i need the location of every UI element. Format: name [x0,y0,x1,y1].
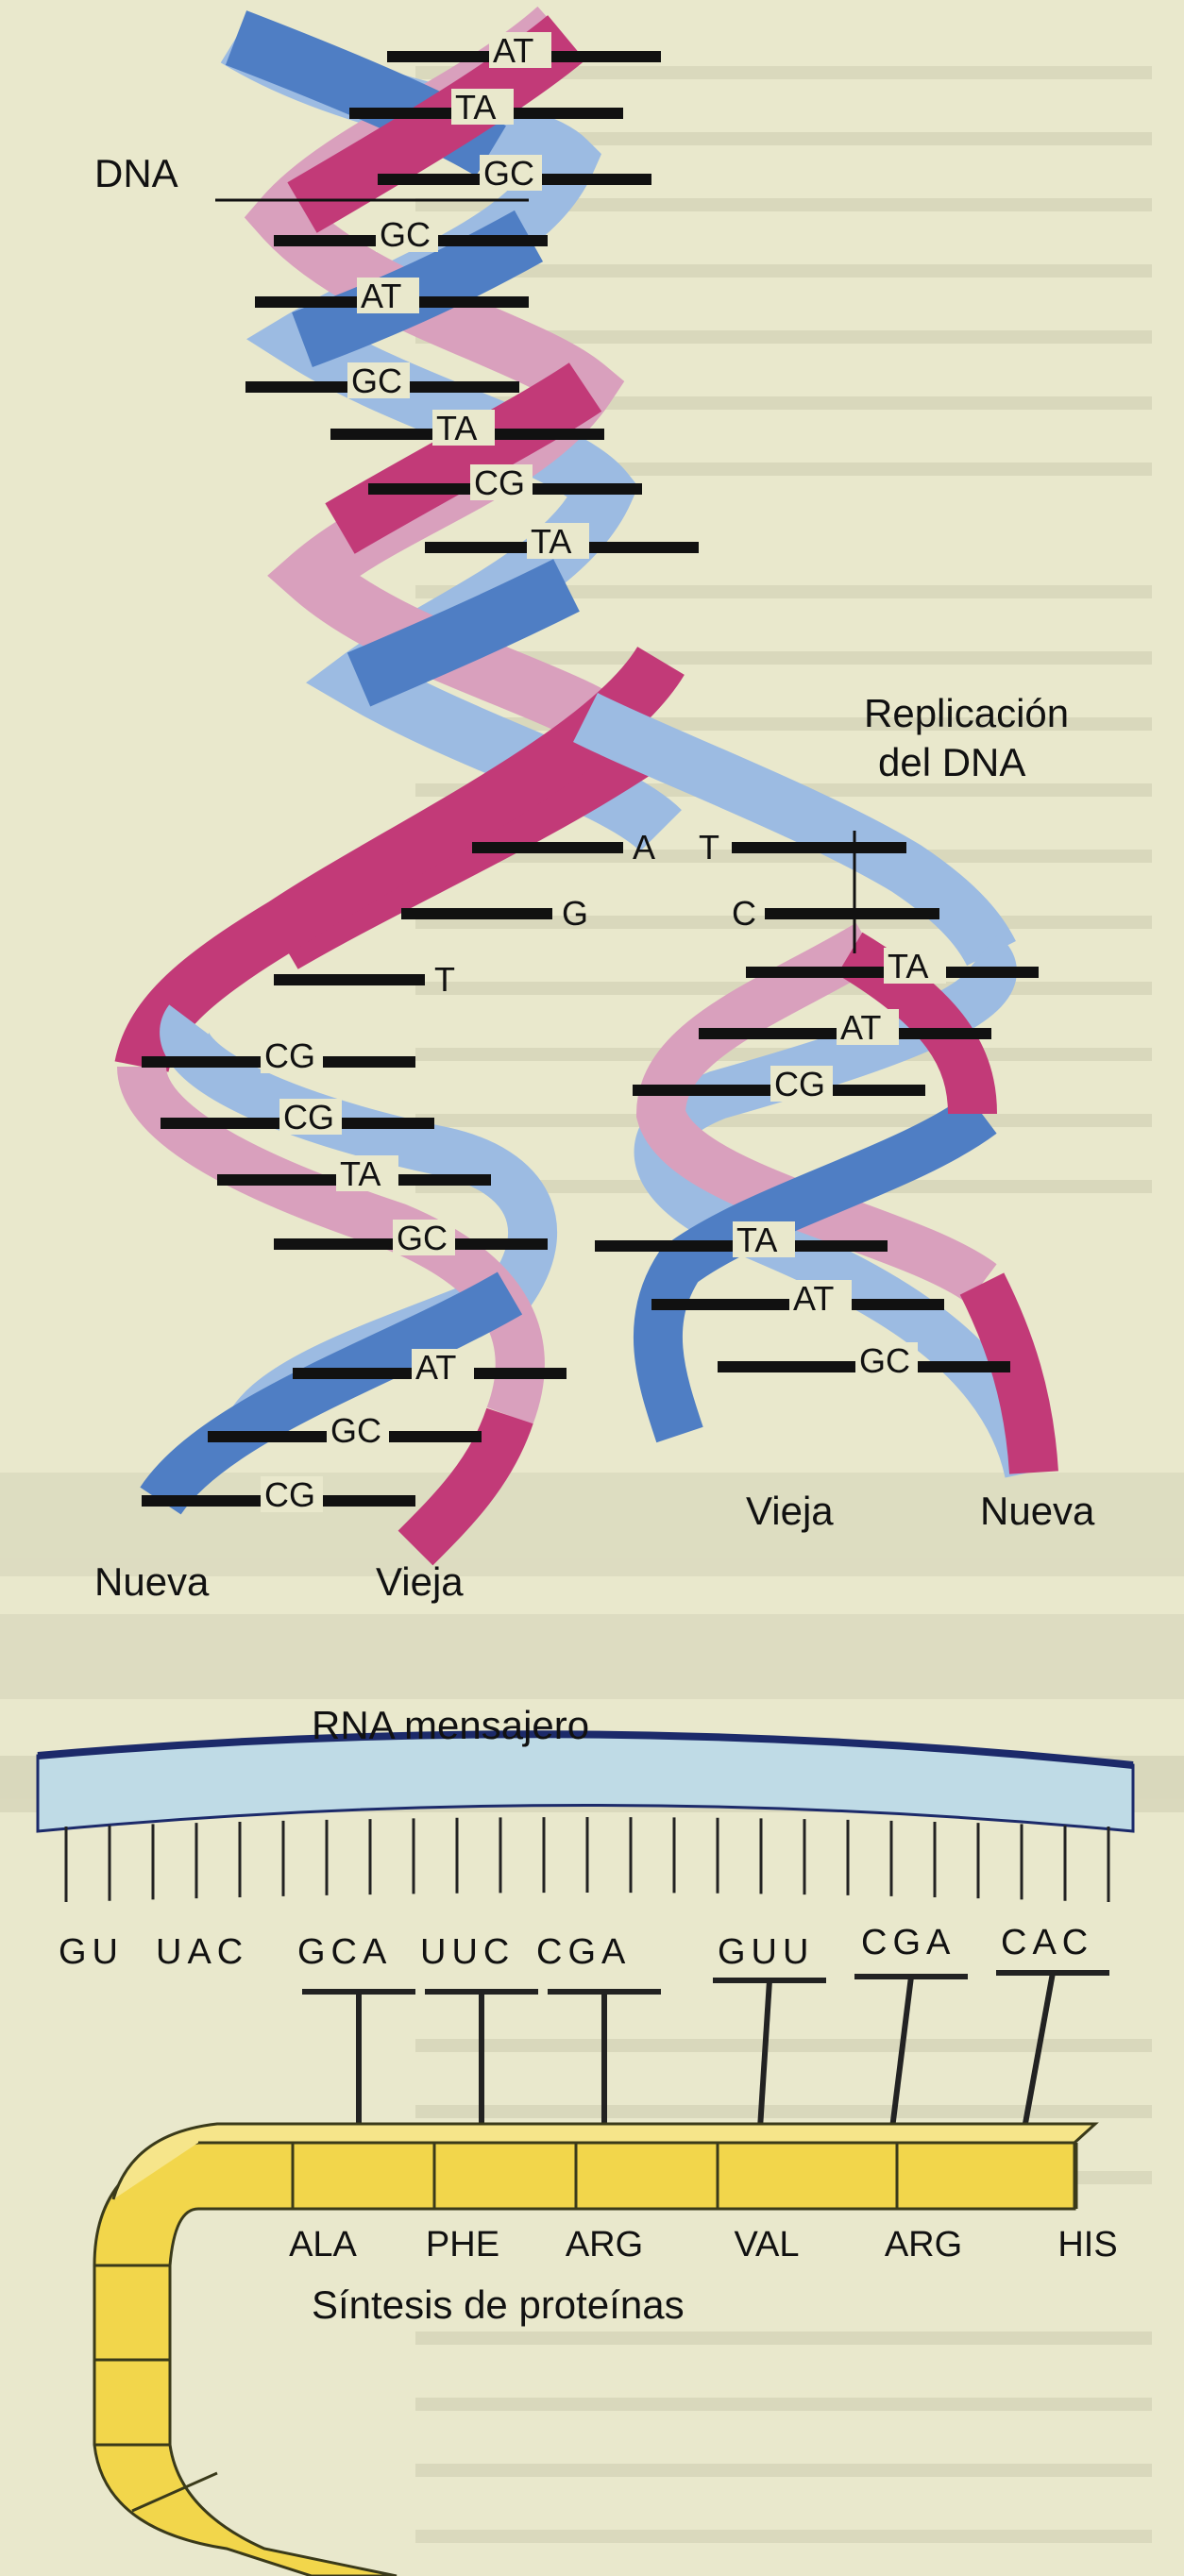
codon-label: GCA [297,1932,392,1972]
codon-label: CAC [1001,1923,1093,1962]
fork-base-left: A [633,828,655,867]
base-pair-label: AT [493,31,533,70]
base-pair-label: GC [380,215,431,254]
base-pair-label: GC [351,362,402,400]
base-pair-label: CG [264,1036,315,1075]
amino-acid-label: PHE [426,2225,499,2265]
codon-label: GUU [718,1932,814,1972]
amino-acid-label: ARG [566,2225,643,2265]
base-pair-label: AT [361,277,401,315]
amino-acid-label: VAL [734,2225,799,2265]
base-pair-label: TA [340,1154,381,1193]
codon-label: CGA [536,1932,631,1972]
codon-label: UUC [420,1932,515,1972]
base-pair-label: TA [888,947,928,985]
fork-base-left: T [434,960,455,999]
left-strand-label-new: Nueva [94,1559,210,1604]
codon-label: GU [59,1932,124,1972]
right-strand-label-new: Nueva [980,1489,1095,1533]
base-pair-label: CG [774,1065,825,1103]
base-pair-label: GC [483,154,534,193]
base-pair-label: GC [859,1341,910,1380]
base-pair-label: AT [840,1008,881,1047]
base-pair-label: CG [283,1098,334,1136]
protein-synthesis-label: Síntesis de proteínas [312,2282,685,2327]
codon-label: CGA [861,1923,956,1962]
amino-acid-label: ARG [885,2225,962,2265]
base-pair-label: CG [474,463,525,502]
dna-label: DNA [94,151,178,195]
base-pair-label: TA [455,88,496,126]
fork-base-left: G [562,894,588,933]
base-pair-label: GC [330,1411,381,1450]
codon-label: UAC [156,1932,248,1972]
base-pair-label: CG [264,1475,315,1514]
fork-base-right: C [732,894,756,933]
left-strand-label-old: Vieja [376,1559,464,1604]
mrna-label: RNA mensajero [312,1703,589,1747]
replication-label-line2: del DNA [878,740,1025,784]
base-pair-label: TA [736,1221,777,1259]
base-pair-label: AT [415,1348,456,1387]
fork-base-right: T [699,828,719,867]
base-pair-label: AT [793,1279,834,1318]
base-pair-label: TA [531,522,571,561]
amino-acid-label: ALA [289,2225,357,2265]
right-strand-label-old: Vieja [746,1489,834,1533]
base-pair-label: TA [436,409,477,447]
base-pair-label: GC [397,1219,448,1257]
replication-label-line1: Replicación [864,691,1069,735]
amino-acid-label: HIS [1057,2225,1117,2265]
